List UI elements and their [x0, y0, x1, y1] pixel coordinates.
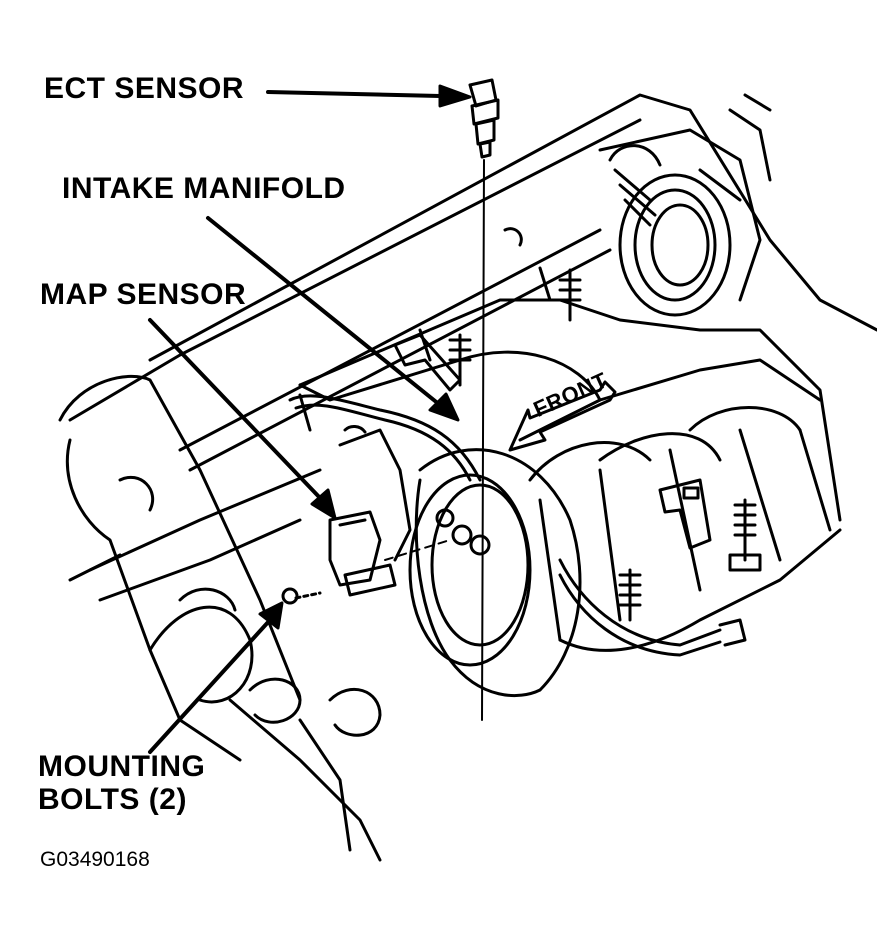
plenum-throttle-ring	[408, 448, 582, 697]
intake-manifold-label: INTAKE MANIFOLD	[62, 172, 346, 205]
throttle-body	[598, 93, 772, 317]
intake-manifold-callout-arrow	[206, 216, 460, 422]
ect-sensor-part	[468, 78, 500, 159]
mounting-bolts-label-line1: MOUNTING	[38, 750, 206, 783]
ect-sensor-label: ECT SENSOR	[44, 72, 245, 105]
figure-id: G03490168	[40, 848, 150, 871]
front-arrow	[508, 380, 617, 452]
ect-callout-arrow	[266, 84, 472, 108]
intake-plenum	[298, 298, 842, 652]
map-alignment-line	[384, 539, 451, 561]
runner-bracket	[658, 478, 712, 550]
mounting-bolt	[281, 587, 322, 605]
map-sensor-body	[328, 425, 412, 597]
engine-block	[58, 93, 877, 862]
mounting-bolts-callout-arrow	[148, 601, 284, 754]
mounting-bolts-label-line2: BOLTS (2)	[38, 783, 187, 816]
mounting-bolts-label: MOUNTING BOLTS (2)	[38, 750, 205, 816]
fuel-rail	[178, 227, 612, 472]
ect-location-line	[481, 159, 485, 721]
manifold-bolts	[448, 268, 762, 622]
map-sensor-callout-arrow	[148, 318, 337, 520]
map-sensor-label: MAP SENSOR	[40, 278, 247, 311]
upper-bracket	[393, 333, 462, 392]
vacuum-hose	[288, 394, 747, 657]
